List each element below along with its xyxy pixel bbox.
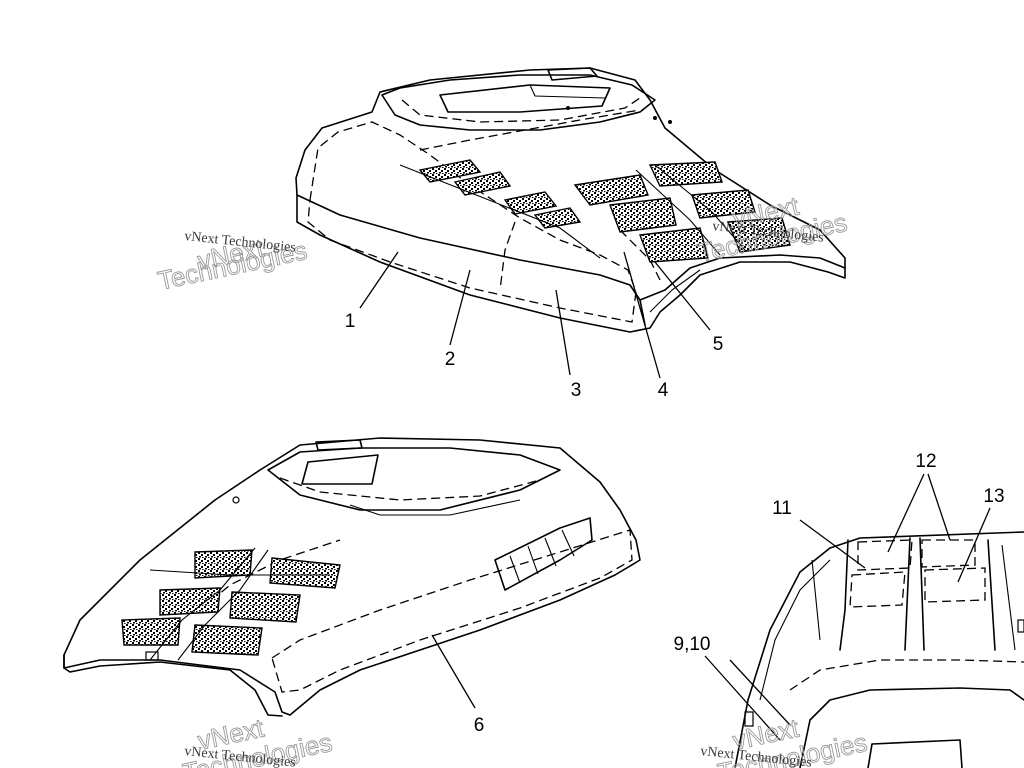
callout-11: 11 bbox=[772, 498, 792, 519]
leader-lines-bottom-right bbox=[704, 473, 991, 741]
callout-1: 1 bbox=[345, 311, 356, 332]
callout-6: 6 bbox=[474, 715, 485, 736]
callout-9-10: 9,10 bbox=[674, 634, 711, 655]
hood-rear-view bbox=[734, 531, 1024, 768]
hood-front-view bbox=[63, 437, 641, 717]
callout-13: 13 bbox=[983, 486, 1004, 507]
callout-2: 2 bbox=[445, 349, 456, 370]
callout-3: 3 bbox=[571, 380, 582, 401]
callout-5: 5 bbox=[713, 334, 724, 355]
watermark-bottom-right: vNext Technologies vNext Technologies bbox=[700, 712, 871, 768]
callout-12: 12 bbox=[915, 451, 936, 472]
leader-lines-top bbox=[359, 251, 711, 379]
watermark-bottom-left: vNext Technologies vNext Technologies bbox=[180, 712, 336, 768]
watermark-left: vNext Technologies vNext Technologies bbox=[155, 229, 311, 296]
hood-top-view bbox=[295, 67, 846, 333]
callout-4: 4 bbox=[658, 380, 669, 401]
leader-line-6 bbox=[431, 634, 476, 709]
